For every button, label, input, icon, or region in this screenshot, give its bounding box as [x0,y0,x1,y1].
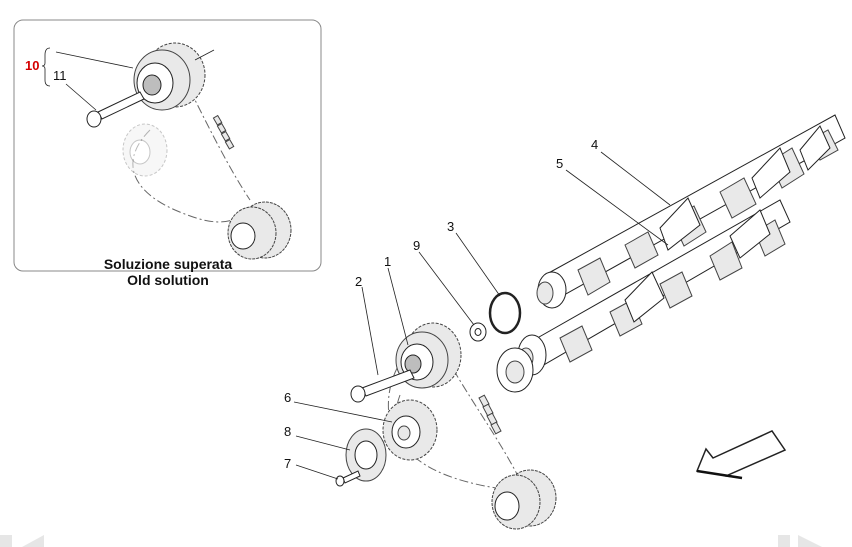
inset-bolt [86,91,145,128]
inset-caption-italian: Soluzione superata [104,256,233,272]
inset-callout-group: 10 11 [25,47,134,111]
callout-numbers: 1 2 3 4 5 6 7 8 9 [284,137,598,471]
inset-chain-path [132,129,246,223]
sprocket-part [382,399,438,461]
bolt-part [350,369,415,403]
inset-variator [133,42,215,111]
main-double-sprocket [491,469,557,530]
nav-next-icon[interactable] [778,535,822,547]
callout-1: 1 [384,254,391,269]
inset-chain-links [212,114,235,150]
variator-part [395,322,462,389]
inset-double-sprocket [227,201,292,260]
camshaft-lower [517,199,791,376]
callout-10: 10 [25,58,39,73]
callout-4: 4 [591,137,598,152]
callout-6: 6 [284,390,291,405]
nav-prev-icon[interactable] [0,535,44,547]
callout-5: 5 [556,156,563,171]
callout-8: 8 [284,424,291,439]
o-ring-part [488,291,522,335]
callout-7: 7 [284,456,291,471]
camshaft-flange [496,347,534,393]
camshaft-upper [536,114,846,309]
callout-3: 3 [447,219,454,234]
callout-9: 9 [413,238,420,253]
inset-caption-english: Old solution [127,272,209,288]
leader-10 [55,51,134,69]
leader-11 [65,83,97,111]
inset-panel: 10 11 Soluzione superata Old solution [13,19,322,288]
washer-part [469,322,487,342]
plate-part [345,428,387,482]
inset-bracket [41,47,51,87]
arrow-front-icon [695,430,787,480]
main-chain-links [478,394,502,435]
callout-2: 2 [355,274,362,289]
screw-part [335,470,361,487]
leader-lines [293,151,671,480]
callout-11: 11 [53,68,67,83]
inset-sprocket-faded [122,123,168,177]
